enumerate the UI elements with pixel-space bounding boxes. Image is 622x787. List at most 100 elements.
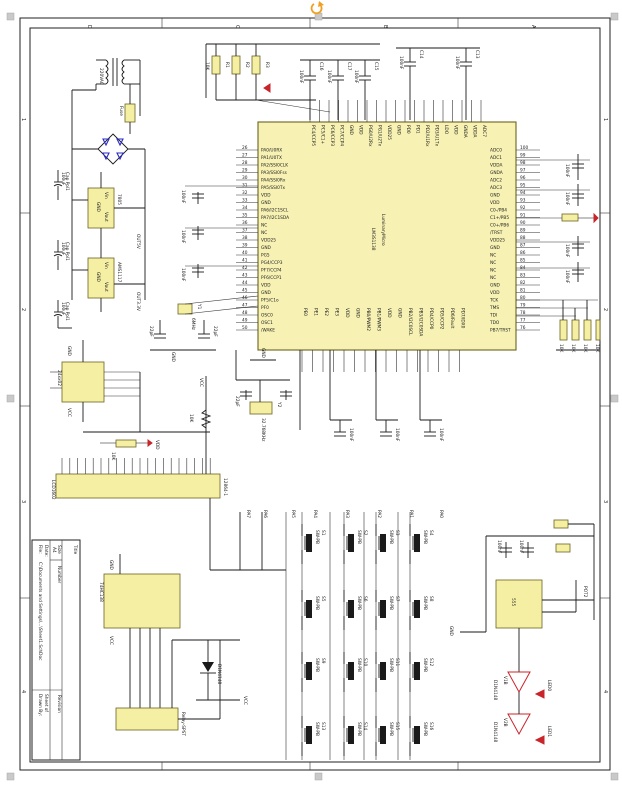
key-part: SW-PB (388, 722, 394, 736)
gnd-label-dec: GND (108, 560, 114, 571)
led2-label: LED1 (546, 726, 552, 737)
mcu-right-pin-num: 99 (520, 153, 526, 159)
zone-letters-top: D C B A (86, 25, 536, 29)
mcu-right-pin-num: 81 (520, 288, 526, 294)
keypad-nets: PA7 PA6 PA5 PA4 PA3 PA2 PA1 PA0 (245, 510, 444, 518)
mcu-left-pin-num: 29 (242, 168, 248, 174)
mcu-bottom-pin-name: GND (397, 308, 403, 319)
file-value: C:\Documents and Settings\...\Sheet1.Sch… (37, 562, 43, 661)
handle-top-right[interactable] (610, 12, 619, 21)
title-block: Title Size A4 Number Revision Date: File… (31, 539, 81, 761)
handle-mid-left[interactable] (6, 394, 15, 403)
mcu-left-pin-num: 50 (242, 325, 248, 331)
mcu-bottom-pin-name: PB0/PWM2 (365, 308, 371, 331)
lcd-header (55, 473, 221, 499)
rotate-cw-icon[interactable] (310, 1, 324, 15)
key-actuator (306, 662, 312, 680)
cap-pol1-c-value: 100uF (60, 302, 66, 316)
mcu-right-pin-num: 79 (520, 303, 526, 309)
reg1-pin-gnd: GND (95, 202, 101, 213)
fuse (124, 103, 136, 123)
key-ref: S9 (320, 658, 326, 664)
mcu-bottom-pin-name: PE0 (302, 308, 308, 316)
file-label: File: (37, 545, 43, 554)
handle-bottom-right[interactable] (610, 772, 619, 781)
resistor-contrast (115, 439, 137, 448)
cap-left-b: 100nF (180, 230, 186, 244)
resistor-r1 (211, 55, 221, 75)
mcu-left-pin-num: 38 (242, 235, 248, 241)
handle-bottom-center[interactable] (314, 772, 323, 781)
reg1-pin-vin: Vin (103, 192, 109, 199)
mcu-right-pin-num: 100 (520, 145, 528, 151)
mcu-bottom-pin-name: GND (355, 308, 361, 319)
handle-top-left[interactable] (6, 12, 15, 21)
zone-numbers-left: 1 2 3 4 1 2 3 4 (20, 118, 608, 693)
mcu-top-pin-name: GND (396, 125, 402, 136)
out5v-label: OUT5V (135, 234, 141, 249)
mcu-right-pin-name: ADC0 (490, 148, 502, 154)
mcu-left-pin-name: PA6/I2C1SCL (261, 208, 289, 214)
relay-label: Relay-SPST (180, 712, 186, 736)
zone-letter-a: A (530, 25, 536, 29)
vcc-label-relay: VCC (242, 696, 248, 705)
mcu-left-pin-num: 36 (242, 220, 248, 226)
key-actuator (348, 534, 354, 552)
cap-label-100nf-d: 100nF (398, 56, 404, 70)
mcu-left-pin-num: 40 (242, 250, 248, 256)
mcu-bottom-pin-name: PD5/CCP2 (439, 308, 445, 330)
mcu-right-pin-num: 93 (520, 198, 526, 204)
cap-right-b: 100nF (564, 192, 570, 206)
decoder-label: 74HC138 (98, 582, 104, 602)
cap-555-a: 100nF (496, 540, 502, 554)
fuse-label: Fuse (118, 106, 124, 116)
key-actuator (380, 534, 386, 552)
mcu-right-pin-name: GND (490, 283, 501, 289)
mcu-right-pin-num: 85 (520, 258, 526, 264)
handle-mid-right[interactable] (610, 394, 619, 403)
zone-number-3: 3 (20, 500, 26, 503)
zone-number-4: 4 (20, 690, 26, 693)
mcu-right-pin-num: 83 (520, 273, 526, 279)
driver-v2 (507, 713, 531, 736)
zone-number-4-right: 4 (602, 690, 608, 693)
drawn-by-label: Drawn By: (37, 694, 43, 716)
mcu-right-pin-num: 89 (520, 228, 526, 234)
mcu-left-pin-name: PA5/SSI0Tx (261, 185, 286, 191)
key-ref: S15 (394, 722, 400, 730)
mcu-right-pin-num: 88 (520, 235, 526, 241)
mcu-top-pin-name: PG0/U2Rx (367, 125, 373, 147)
handle-bottom-left[interactable] (6, 772, 15, 781)
mcu-left-pin-num: 46 (242, 295, 248, 301)
decoder-ic: 74HC138 GND VCC (98, 554, 181, 710)
mcu-right-pin-num: 98 (520, 160, 526, 166)
vcc-label-pot: VCC (198, 378, 204, 387)
reg1-pin-vout: Vout (103, 212, 109, 222)
mcu-right-pin-num: 95 (520, 183, 526, 189)
mcu-right-pin-name: C0-/PB4 (490, 208, 507, 214)
mcu-right-pin-name: GNDA (490, 170, 503, 176)
key-actuator (380, 600, 386, 618)
mcu-right-passives: 100nF 100nF 100nF 100nF 10K 10K 10K 10K (516, 154, 601, 352)
vdd-label-lcd: VDD (154, 440, 160, 450)
res-label-10k-lcd: 10K (110, 452, 116, 460)
mcu-right-pin-num: 92 (520, 205, 526, 211)
mcu-left-pin-name: PF6/CCP1 (261, 275, 282, 281)
